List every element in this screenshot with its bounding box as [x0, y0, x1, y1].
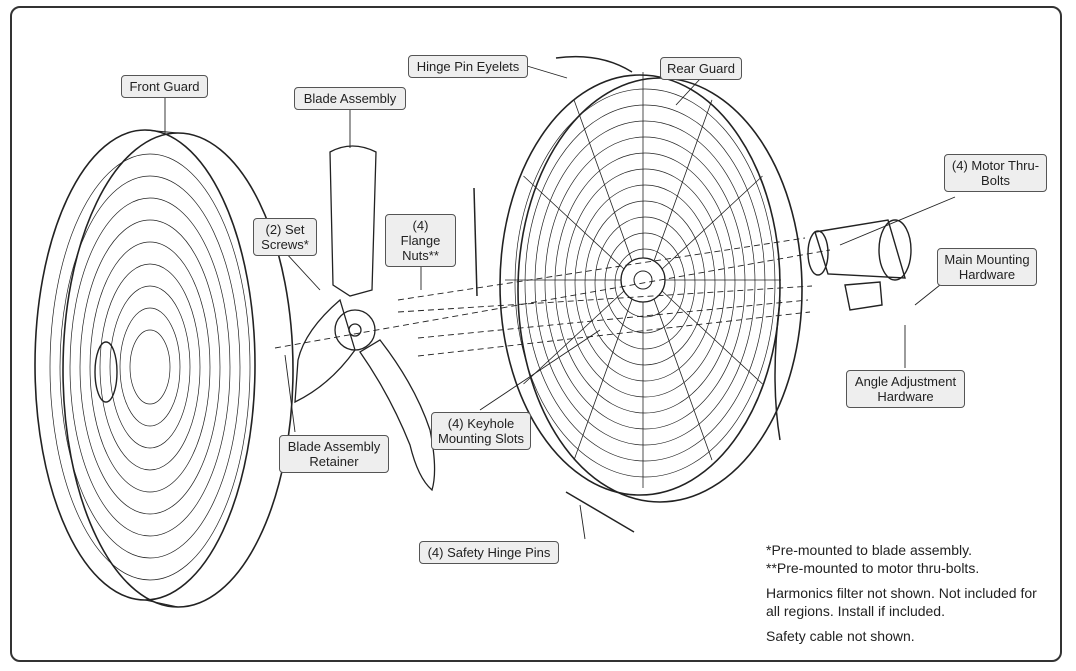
front-guard-wire — [129, 329, 171, 405]
rear-guard-wire — [594, 216, 696, 350]
front-guard-wire — [89, 241, 211, 493]
rear-guard-spoke — [573, 298, 633, 461]
rear-guard-spoke — [653, 99, 713, 262]
motor — [807, 219, 912, 311]
hinge-pin-eyelets-label: Hinge Pin Eyelets — [408, 55, 528, 78]
notes-block: *Pre-mounted to blade assembly. **Pre-mo… — [766, 541, 1051, 645]
note-safety-cable: Safety cable not shown. — [766, 628, 915, 644]
safety-hinge-pins-label: (4) Safety Hinge Pins — [419, 541, 559, 564]
rear-guard-spoke — [523, 175, 625, 270]
front-guard-wire — [79, 219, 221, 515]
rear-guard-label: Rear Guard — [660, 57, 742, 80]
rear-guard-spoke — [523, 290, 625, 385]
angle-adjustment-hardware-label: Angle Adjustment Hardware — [846, 370, 965, 408]
set-screws-label: (2) Set Screws* — [253, 218, 317, 256]
main-mounting-hardware-label: Main Mounting Hardware — [937, 248, 1037, 286]
note-motor-thru-bolts: **Pre-mounted to motor thru-bolts. — [766, 560, 980, 576]
note-harmonics-filter: Harmonics filter not shown. Not included… — [766, 585, 1037, 619]
rear-guard-wire — [584, 200, 706, 366]
rear-guard-wire — [514, 88, 776, 478]
keyhole-mounting-slots-label: (4) Keyhole Mounting Slots — [431, 412, 531, 450]
assembly-lines — [274, 237, 831, 357]
blade-assembly-label: Blade Assembly — [294, 87, 406, 110]
hinge-pins — [473, 55, 781, 533]
rear-guard-wire — [544, 136, 746, 430]
rear-guard-wire — [604, 232, 686, 334]
rear-guard-wire — [524, 104, 766, 462]
blade-assembly-retainer-label: Blade Assembly Retainer — [279, 435, 389, 473]
rear-guard-wire — [534, 120, 756, 446]
front-guard-wire — [49, 153, 251, 581]
front-guard-wire — [69, 197, 231, 537]
diagram-frame — [10, 6, 1062, 662]
rear-guard-wire — [564, 168, 726, 398]
note-blade-assembly: *Pre-mounted to blade assembly. — [766, 542, 972, 558]
flange-nuts-label: (4) Flange Nuts** — [385, 214, 456, 267]
front-guard-wire — [119, 307, 181, 427]
rear-guard-spoke — [661, 175, 763, 270]
rear-guard-wire — [614, 248, 676, 318]
front-guard — [34, 129, 294, 608]
motor-thru-bolts-label: (4) Motor Thru- Bolts — [944, 154, 1047, 192]
rear-guard-spoke — [661, 290, 763, 385]
front-guard-wire — [109, 285, 191, 449]
front-guard-label: Front Guard — [121, 75, 208, 98]
rear-guard-spoke — [653, 298, 713, 461]
front-guard-wire — [99, 263, 201, 471]
rear-guard-wire — [574, 184, 716, 382]
rear-guard-wire — [554, 152, 736, 414]
rear-guard — [499, 72, 803, 503]
front-guard-wire — [59, 175, 241, 559]
rear-guard-spoke — [573, 99, 633, 262]
